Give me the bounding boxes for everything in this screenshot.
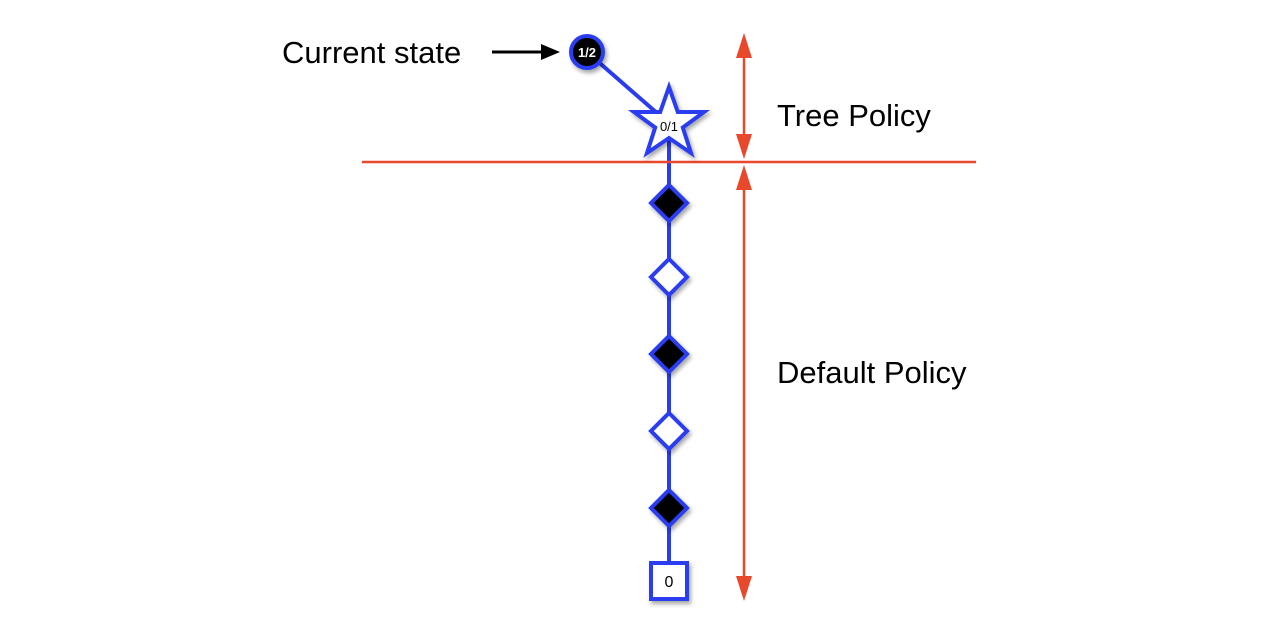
square-icon	[649, 561, 689, 601]
rollout-step-3	[648, 333, 690, 375]
current-state-arrow	[492, 44, 560, 60]
expanded-node: 0/1	[627, 80, 711, 158]
default-policy-label: Default Policy	[777, 355, 967, 390]
rollout-step-5	[648, 487, 690, 529]
star-icon	[627, 80, 711, 158]
diamond-filled-icon	[648, 333, 690, 375]
rollout-step-4	[648, 410, 690, 452]
expanded-node-value: 0/1	[660, 119, 678, 134]
rollout-step-2	[648, 256, 690, 298]
rollout-step-1	[648, 182, 690, 224]
tree-policy-arrow	[736, 33, 752, 159]
circle-icon	[569, 34, 605, 70]
root-node: 1/2	[569, 34, 605, 70]
diamond-filled-icon	[648, 487, 690, 529]
diamond-empty-icon	[648, 410, 690, 452]
tree-policy-label: Tree Policy	[777, 98, 931, 133]
diamond-empty-icon	[648, 256, 690, 298]
diamond-filled-icon	[648, 182, 690, 224]
terminal-node-value: 0	[665, 574, 674, 591]
default-policy-arrow	[736, 165, 752, 601]
terminal-node: 0	[649, 561, 689, 601]
root-node-value: 1/2	[578, 45, 596, 60]
current-state-label: Current state	[282, 35, 461, 70]
